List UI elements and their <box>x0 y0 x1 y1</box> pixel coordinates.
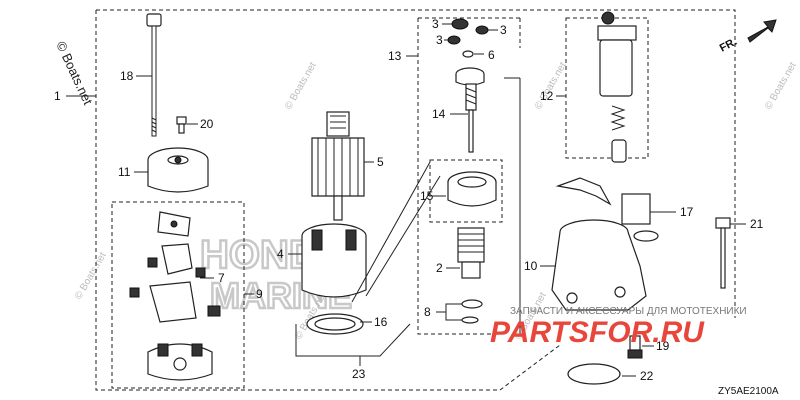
diagram-code: ZY5AE2100A <box>718 386 779 397</box>
part-brush-plate <box>157 211 191 237</box>
part-15-ring-gear <box>447 171 497 207</box>
part-6-washer <box>462 50 474 58</box>
seller-tagline: ЗАПЧАСТИ И АКСЕССУАРЫ ДЛЯ МОТОТЕХНИКИ <box>510 306 747 317</box>
part-3-nuts <box>447 18 489 45</box>
part-brush-base <box>147 343 213 381</box>
part-4-yoke <box>301 223 367 298</box>
callout-3b: 3 <box>500 23 507 37</box>
connector-line <box>351 161 431 303</box>
part-22-o-ring <box>567 363 621 385</box>
callout-23: 23 <box>352 367 366 381</box>
watermark-copyright: © Boats.net <box>73 250 109 301</box>
callout-7: 7 <box>218 271 225 285</box>
callout-10: 10 <box>524 259 538 273</box>
callout-13: 13 <box>388 49 402 63</box>
callout-15: 15 <box>420 189 434 203</box>
watermark-copyright: © Boats.net <box>763 60 799 111</box>
callout-21: 21 <box>750 217 764 231</box>
forward-arrow-icon <box>747 19 777 43</box>
callout-1: 1 <box>54 89 61 103</box>
callout-9: 9 <box>256 287 263 301</box>
part-12-solenoid <box>597 11 637 163</box>
brush-group-box <box>111 201 245 389</box>
part-16-gasket <box>306 313 364 335</box>
watermark-copyright: © Boats.net <box>533 60 569 111</box>
part-brush-holder <box>149 243 221 323</box>
outline-top-right <box>96 9 736 318</box>
part-5-armature <box>311 111 365 221</box>
callout-8: 8 <box>424 305 431 319</box>
fr-label: FR. <box>718 36 739 55</box>
callout-5: 5 <box>377 155 384 169</box>
callout-2: 2 <box>436 261 443 275</box>
callout-18: 18 <box>120 69 134 83</box>
callout-6: 6 <box>488 48 495 62</box>
bracket-23 <box>295 323 411 357</box>
part-19-bolt <box>627 335 643 359</box>
watermark-copyright: © Boats.net <box>283 60 319 111</box>
callout-16: 16 <box>374 315 388 329</box>
bracket-8 <box>445 303 462 321</box>
callout-4: 4 <box>277 247 284 261</box>
part-21-bolt <box>715 217 731 289</box>
gear-box-15 <box>429 159 503 223</box>
callout-14: 14 <box>432 107 446 121</box>
callout-3c: 3 <box>436 33 443 47</box>
connector-line <box>365 175 441 297</box>
part-17-lever-set <box>555 177 659 242</box>
callout-20: 20 <box>200 117 214 131</box>
seller-logo: PARTSFOR.RU <box>490 316 705 349</box>
part-14-pinion-shaft <box>455 67 485 153</box>
part-18-through-bolt <box>146 13 162 137</box>
callout-11: 11 <box>118 165 131 179</box>
callout-17: 17 <box>680 205 694 219</box>
part-10-front-housing <box>551 219 647 311</box>
part-8-clips <box>461 299 483 324</box>
outline-left-bottom <box>95 10 561 391</box>
callout-12: 12 <box>540 89 554 103</box>
shaft-group-box <box>417 18 506 335</box>
part-20-screw <box>176 116 187 134</box>
callout-22: 22 <box>640 369 654 383</box>
callout-19: 19 <box>656 339 670 353</box>
part-2-pinion <box>457 227 485 279</box>
callout-3a: 3 <box>432 17 439 31</box>
part-11-end-cover <box>147 147 209 193</box>
solenoid-group-box <box>565 17 649 159</box>
